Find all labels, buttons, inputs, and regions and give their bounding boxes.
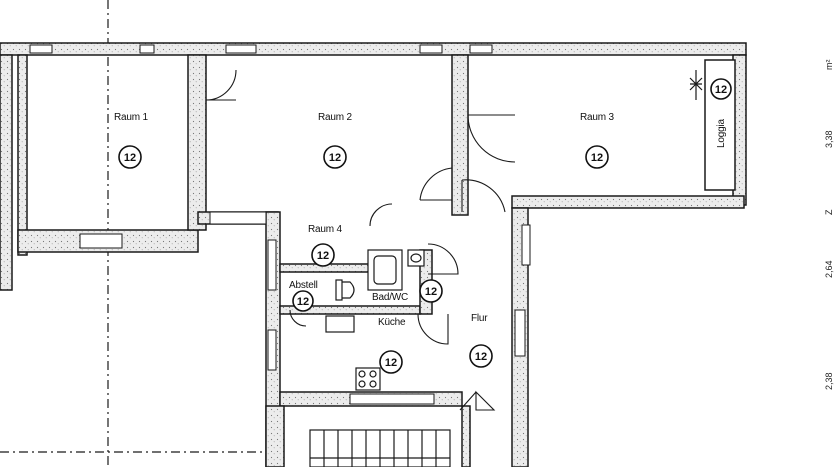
room-label-raum2: Raum 2 [318, 112, 352, 123]
loggia-door-icon [689, 70, 703, 100]
fixtures [325, 70, 703, 391]
side-text-1: m² [824, 60, 834, 71]
room-label-abstell: Abstell [289, 280, 318, 291]
room-number-badge: 12 [469, 344, 493, 368]
room-number-badge: 12 [292, 290, 314, 312]
side-text-3: Z [824, 209, 834, 215]
svg-text:12: 12 [385, 357, 397, 369]
sink-icon [407, 249, 425, 267]
svg-text:12: 12 [297, 296, 309, 308]
side-text-4: 2,64 [824, 260, 834, 278]
svg-text:12: 12 [124, 152, 136, 164]
walls [0, 42, 747, 467]
side-margin-text: m² 3,38 Z 2,64 2,38 [824, 60, 834, 391]
svg-text:12: 12 [329, 152, 341, 164]
room-number-badge: 12 [118, 145, 142, 169]
room-labels: Raum 1 Raum 2 Raum 3 Raum 4 Abstell Bad/… [114, 112, 727, 328]
svg-text:12: 12 [425, 286, 437, 298]
svg-text:12: 12 [591, 152, 603, 164]
toilet-icon [339, 281, 355, 299]
room-label-loggia: Loggia [716, 119, 727, 148]
room-label-flur: Flur [471, 313, 488, 324]
room-label-raum3: Raum 3 [580, 112, 614, 123]
windows [29, 44, 531, 405]
side-text-2: 3,38 [824, 130, 834, 148]
stove-icon [355, 367, 381, 391]
room-label-raum1: Raum 1 [114, 112, 148, 123]
svg-text:12: 12 [475, 351, 487, 363]
svg-text:12: 12 [317, 250, 329, 262]
room-label-kueche: Küche [378, 317, 406, 328]
staircase [309, 429, 451, 467]
room-number-badges: 12 12 12 12 12 12 12 12 12 [118, 78, 732, 374]
room-label-bad: Bad/WC [372, 292, 408, 303]
kitchen-sink-icon [325, 315, 355, 333]
room-number-badge: 12 [311, 243, 335, 267]
door-swings [205, 69, 516, 411]
svg-text:12: 12 [715, 84, 727, 96]
room-number-badge: 12 [419, 279, 443, 303]
room-number-badge: 12 [585, 145, 609, 169]
room-label-raum4: Raum 4 [308, 224, 342, 235]
room-number-badge: 12 [379, 350, 403, 374]
room-number-badge: 12 [323, 145, 347, 169]
side-text-5: 2,38 [824, 372, 834, 390]
room-number-badge: 12 [710, 78, 732, 100]
